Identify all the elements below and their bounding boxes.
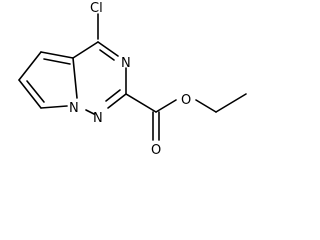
bond-ccarbonyl-oester — [155, 99, 177, 113]
atom-label-cl: Cl — [90, 1, 103, 16]
atom-label-o-carbonyl: O — [151, 143, 161, 158]
atom-label-o-ester: O — [181, 93, 191, 108]
structure-canvas: Cl N N N O O — [18, 1, 247, 158]
bond-c2-ccarbonyl — [125, 93, 157, 113]
bond-ch2-ch3 — [215, 93, 247, 113]
atom-label-n-bridgehead: N — [69, 101, 79, 116]
bond-n1-c4a — [72, 57, 78, 99]
bonds — [18, 13, 247, 141]
bond-n2-n1 — [85, 109, 95, 115]
bond-c5-c6 — [18, 51, 42, 81]
bond-oester-ch2 — [195, 99, 217, 113]
bond-c4-n3-inner — [99, 49, 115, 61]
bond-c4a-c5-inner — [43, 58, 71, 65]
bond-c4a-c5 — [40, 51, 74, 59]
atom-labels: Cl N N N O O — [69, 1, 191, 158]
bond-c6-c7-inner — [26, 80, 45, 103]
bond-c4a-c4 — [72, 41, 99, 59]
bond-c6-c7 — [18, 79, 42, 109]
bond-c2-n2-inner — [105, 89, 121, 102]
molecule-diagram: Cl N N N O O — [18, 1, 247, 158]
bond-c4-n3 — [97, 41, 119, 57]
bond-c7-n1 — [40, 105, 68, 109]
bond-c2-n2 — [107, 93, 127, 109]
atom-label-n-triazine: N — [121, 56, 131, 71]
atom-label-n-adjacent: N — [93, 111, 103, 126]
